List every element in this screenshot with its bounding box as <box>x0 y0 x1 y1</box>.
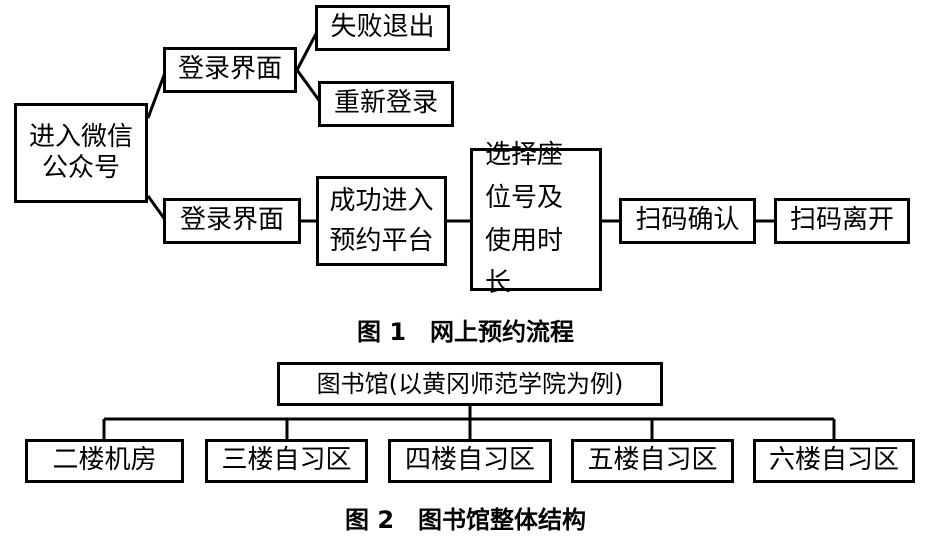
node-enter-wechat: 进入微信公众号 <box>14 103 148 203</box>
connector-login-to-fail <box>295 29 320 71</box>
node-login-bottom: 登录界面 <box>163 198 301 244</box>
tree-child-floor5: 五楼自习区 <box>571 439 734 483</box>
node-fail-exit: 失败退出 <box>315 5 450 51</box>
connector-login-to-relogin <box>295 69 323 104</box>
figure1-caption: 图 1 网上预约流程 <box>356 318 575 346</box>
figure2-caption: 图 2 图书馆整体结构 <box>344 506 587 534</box>
node-enter-platform: 成功进入预约平台 <box>316 176 447 266</box>
node-relogin: 重新登录 <box>318 81 454 127</box>
tree-child-floor2: 二楼机房 <box>25 439 184 483</box>
tree-child-floor3: 三楼自习区 <box>205 439 368 483</box>
tree-root-library: 图书馆(以黄冈师范学院为例) <box>277 362 663 406</box>
node-scan-leave: 扫码离开 <box>774 198 910 244</box>
node-login-top: 登录界面 <box>163 47 297 93</box>
tree-child-floor4: 四楼自习区 <box>388 439 552 483</box>
tree-child-floor6: 六楼自习区 <box>753 439 915 483</box>
node-select-seat: 选择座位号及使用时长 <box>470 140 602 298</box>
node-scan-confirm: 扫码确认 <box>619 198 756 244</box>
